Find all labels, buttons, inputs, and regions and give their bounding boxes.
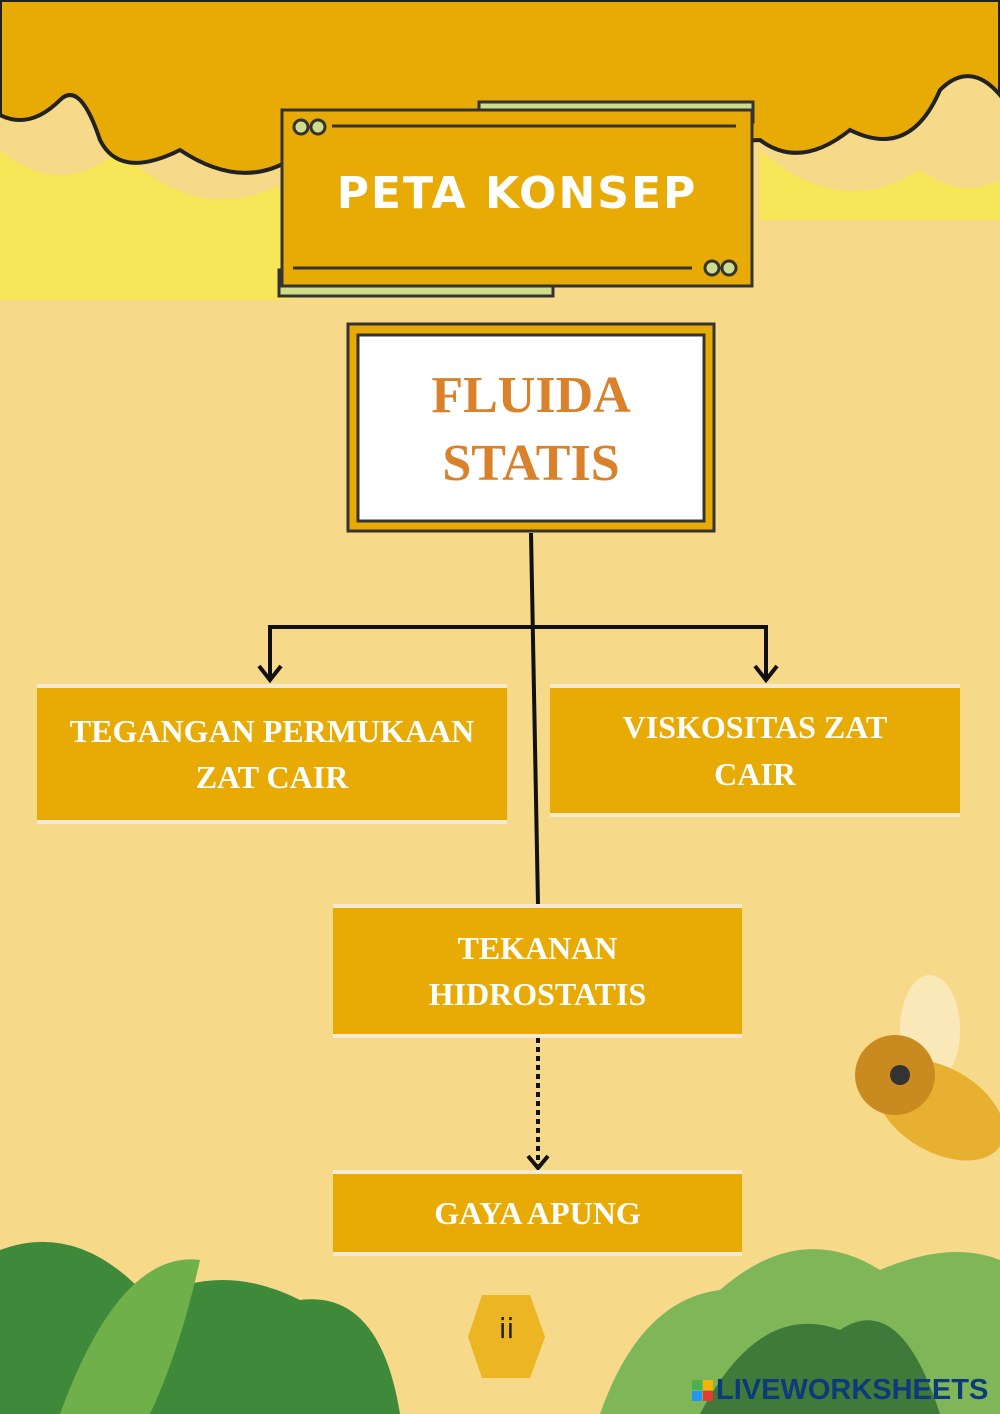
bee-icon (855, 975, 1000, 1161)
connector-lines (257, 532, 779, 1172)
main-concept: FLUIDA STATIS (431, 367, 631, 492)
node-tegangan-permukaan: TEGANGAN PERMUKAAN ZAT CAIR (37, 684, 507, 824)
node-tekanan-hidrostatis: TEKANAN HIDROSTATIS (333, 904, 742, 1038)
node-gaya-apung: GAYA APUNG (333, 1170, 742, 1256)
page-title: PETA KONSEP (336, 168, 698, 219)
page-number: ii (498, 1312, 515, 1345)
liveworksheets-watermark: LIVEWORKSHEETS (692, 1374, 988, 1407)
node-viskositas: VISKOSITAS ZAT CAIR (550, 684, 960, 817)
plants-right-icon (600, 1249, 1000, 1414)
page-number-hexagon (468, 1295, 545, 1378)
liveworksheets-logo-icon (692, 1380, 713, 1401)
plants-left-icon (0, 1241, 400, 1414)
